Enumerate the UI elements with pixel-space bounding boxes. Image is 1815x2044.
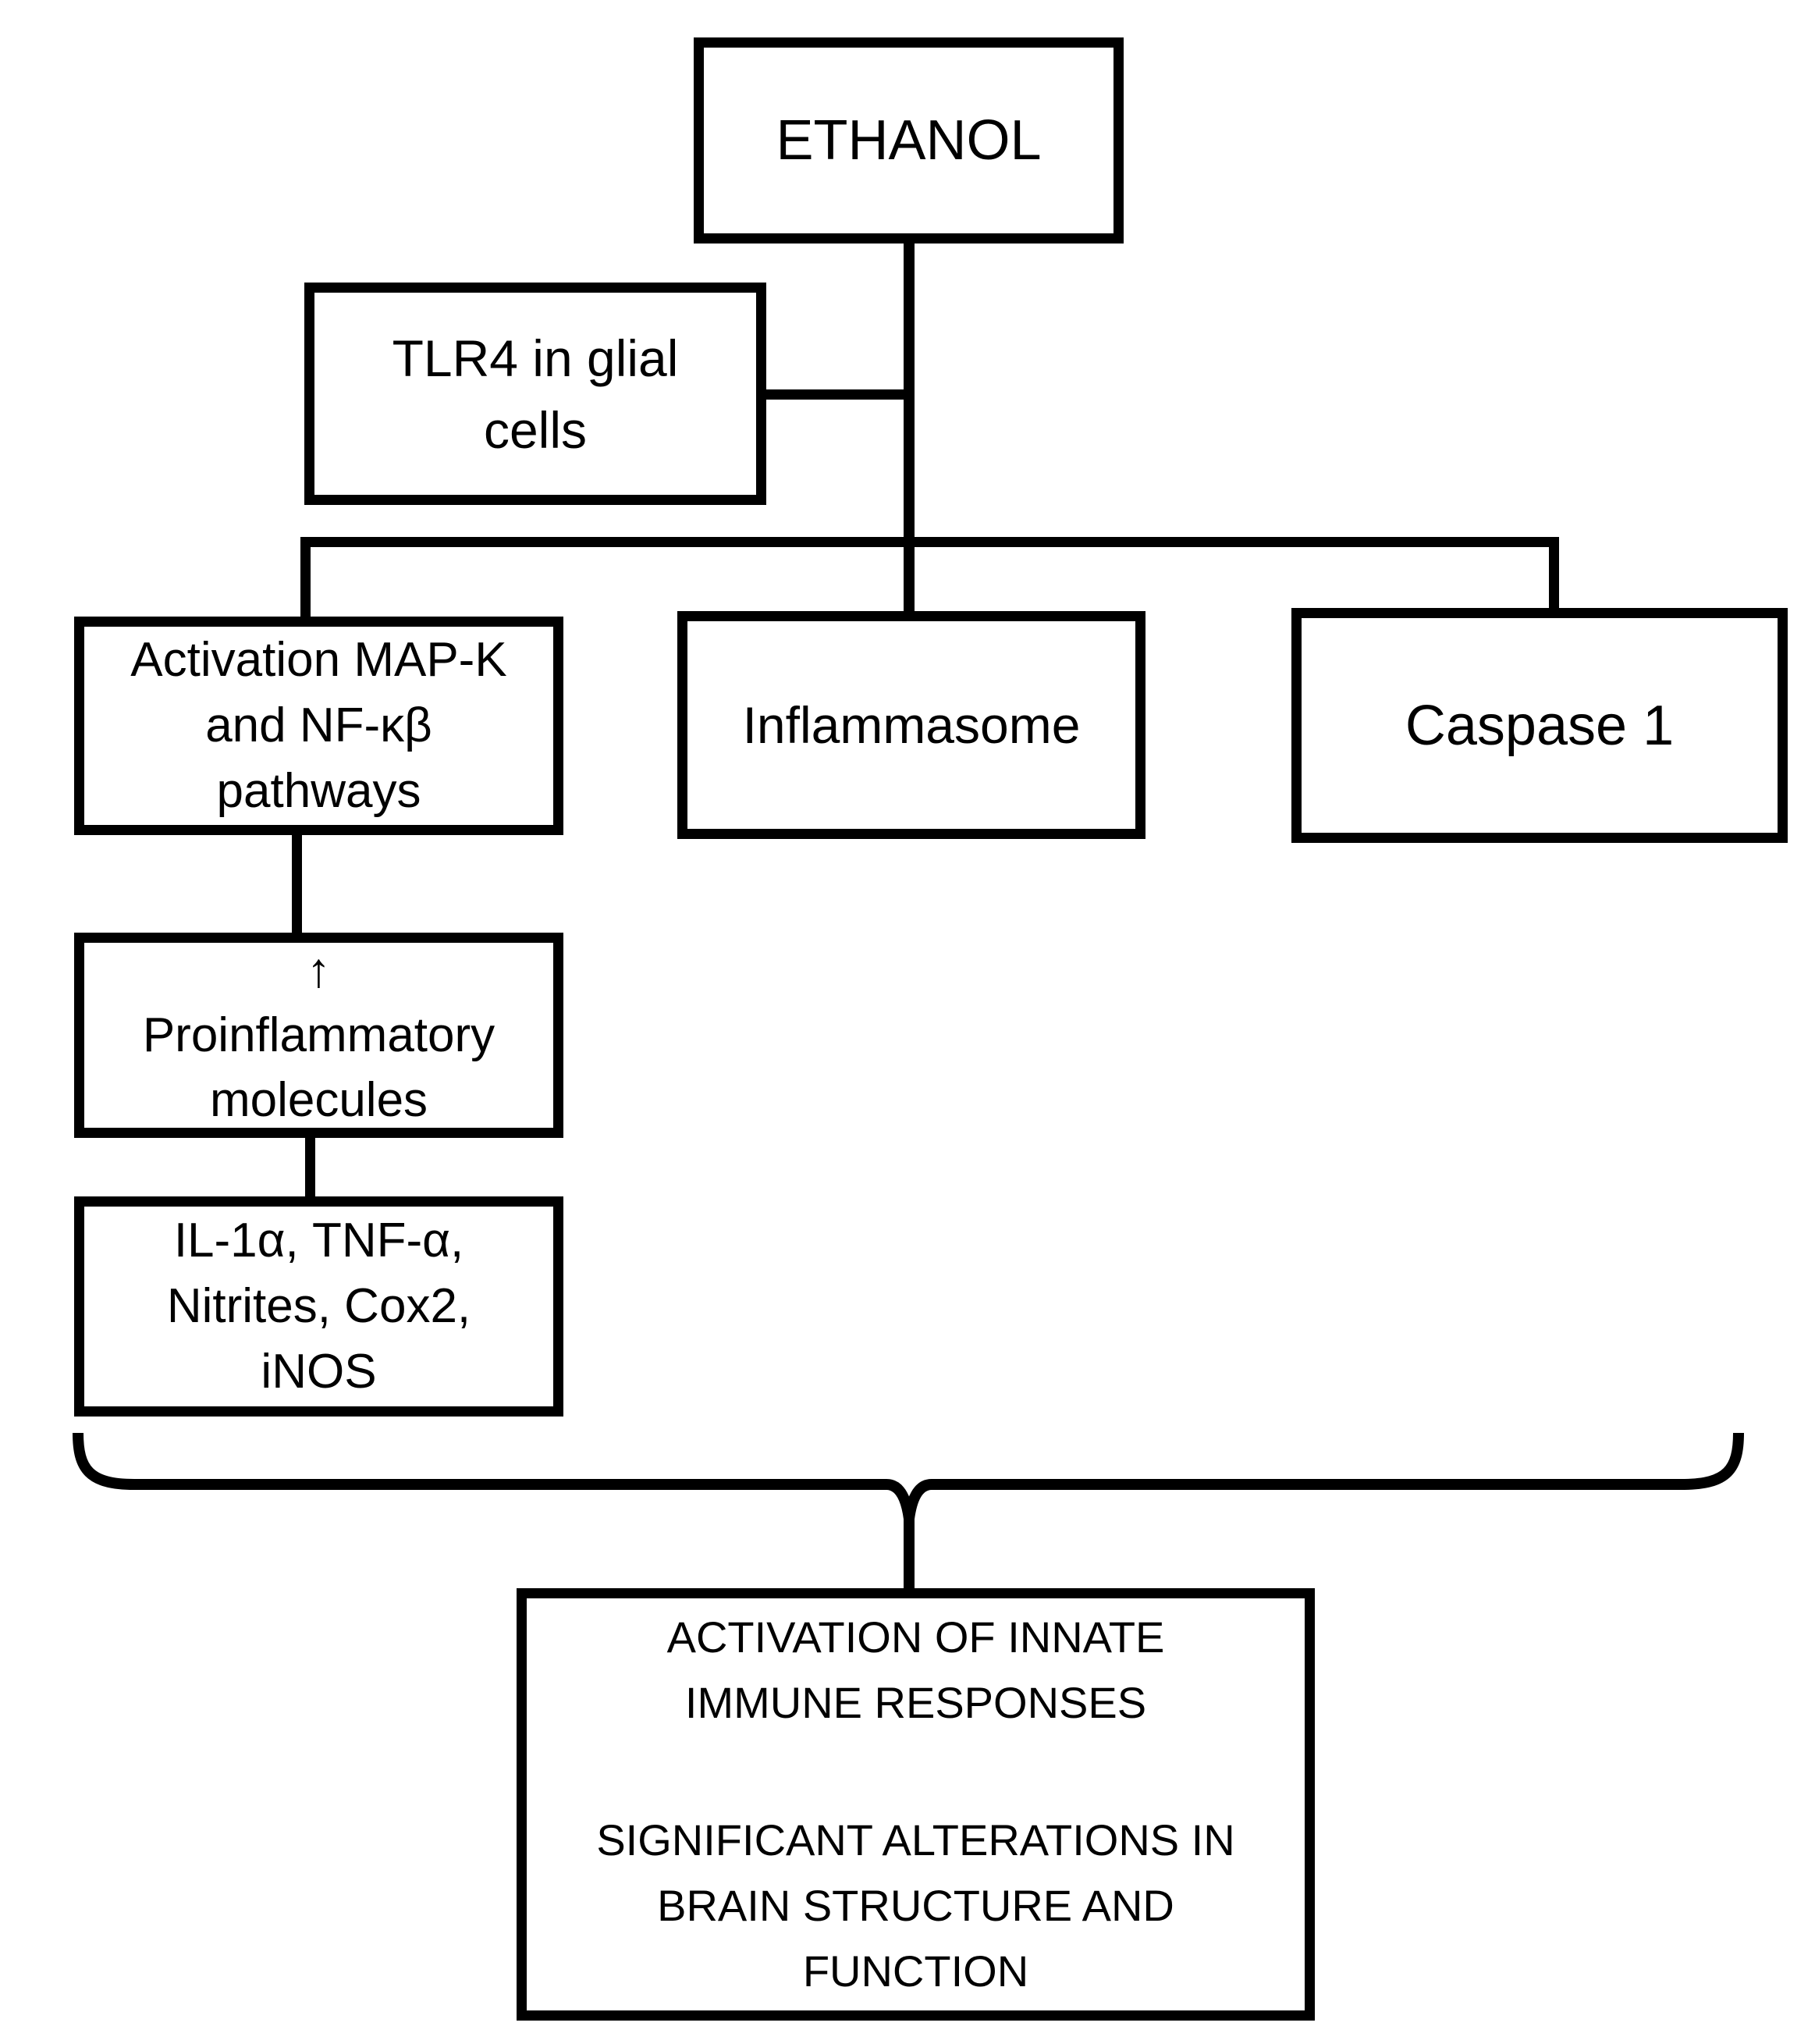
node-ethanol-label: ETHANOL xyxy=(776,109,1042,172)
node-mediators-label-line2: Nitrites, Cox2, xyxy=(166,1279,471,1333)
node-outcome-p1-line1: ACTIVATION OF INNATE xyxy=(666,1612,1165,1662)
node-inflammasome-label: Inflammasome xyxy=(742,696,1081,754)
node-outcome-p2-line2: BRAIN STRUCTURE AND xyxy=(657,1881,1174,1930)
node-outcome-paragraph1: ACTIVATION OF INNATE IMMUNE RESPONSES xyxy=(667,1605,1165,1736)
node-outcome: ACTIVATION OF INNATE IMMUNE RESPONSES SI… xyxy=(517,1588,1315,2021)
node-ethanol: ETHANOL xyxy=(694,37,1124,244)
connector-mapk-to-proinflammatory xyxy=(292,835,302,933)
node-inflammasome: Inflammasome xyxy=(677,611,1145,839)
node-proinflammatory-molecules: ↑ Proinflammatory molecules xyxy=(74,933,563,1138)
node-tlr4-glial-cells: TLR4 in glial cells xyxy=(304,283,766,505)
connector-brace-to-outcome xyxy=(904,1514,915,1588)
node-outcome-p2-line1: SIGNIFICANT ALTERATIONS IN xyxy=(596,1815,1235,1864)
node-inflammatory-mediators: IL-1α, TNF-α, Nitrites, Cox2, iNOS xyxy=(74,1196,563,1417)
node-mediators-label-line3: iNOS xyxy=(261,1345,377,1399)
node-outcome-p2-line3: FUNCTION xyxy=(802,1946,1029,1996)
node-outcome-paragraph2: SIGNIFICANT ALTERATIONS IN BRAIN STRUCTU… xyxy=(596,1808,1234,2004)
node-outcome-p1-line2: IMMUNE RESPONSES xyxy=(684,1678,1147,1727)
connector-tlr4-to-main-line xyxy=(766,389,915,400)
node-mapk-label-line1: Activation MAP-K xyxy=(130,633,507,687)
increase-arrow-icon: ↑ xyxy=(307,944,331,997)
node-proinflammatory-label-line1: Proinflammatory xyxy=(142,1008,495,1062)
connector-ethanol-down xyxy=(904,244,915,611)
node-mediators-label-line1: IL-1α, TNF-α, xyxy=(173,1214,464,1267)
node-mapk-label-line2: and NF-κβ xyxy=(205,699,432,752)
node-tlr4-label-line2: cells xyxy=(483,400,588,459)
node-caspase1: Caspase 1 xyxy=(1291,608,1788,843)
node-caspase1-label: Caspase 1 xyxy=(1405,694,1675,757)
node-mapk-nfkb-pathways: Activation MAP-K and NF-κβ pathways xyxy=(74,617,563,835)
connector-branch-bar xyxy=(300,537,1559,547)
connector-branch-right-drop xyxy=(1549,537,1559,608)
curly-brace-path xyxy=(73,1432,1744,1520)
connector-branch-left-drop xyxy=(300,537,311,617)
node-proinflammatory-label-line2: molecules xyxy=(209,1073,428,1127)
node-tlr4-label-line1: TLR4 in glial xyxy=(392,329,679,387)
connector-proinflammatory-to-mediators xyxy=(305,1138,315,1196)
node-mapk-label-line3: pathways xyxy=(216,764,421,818)
